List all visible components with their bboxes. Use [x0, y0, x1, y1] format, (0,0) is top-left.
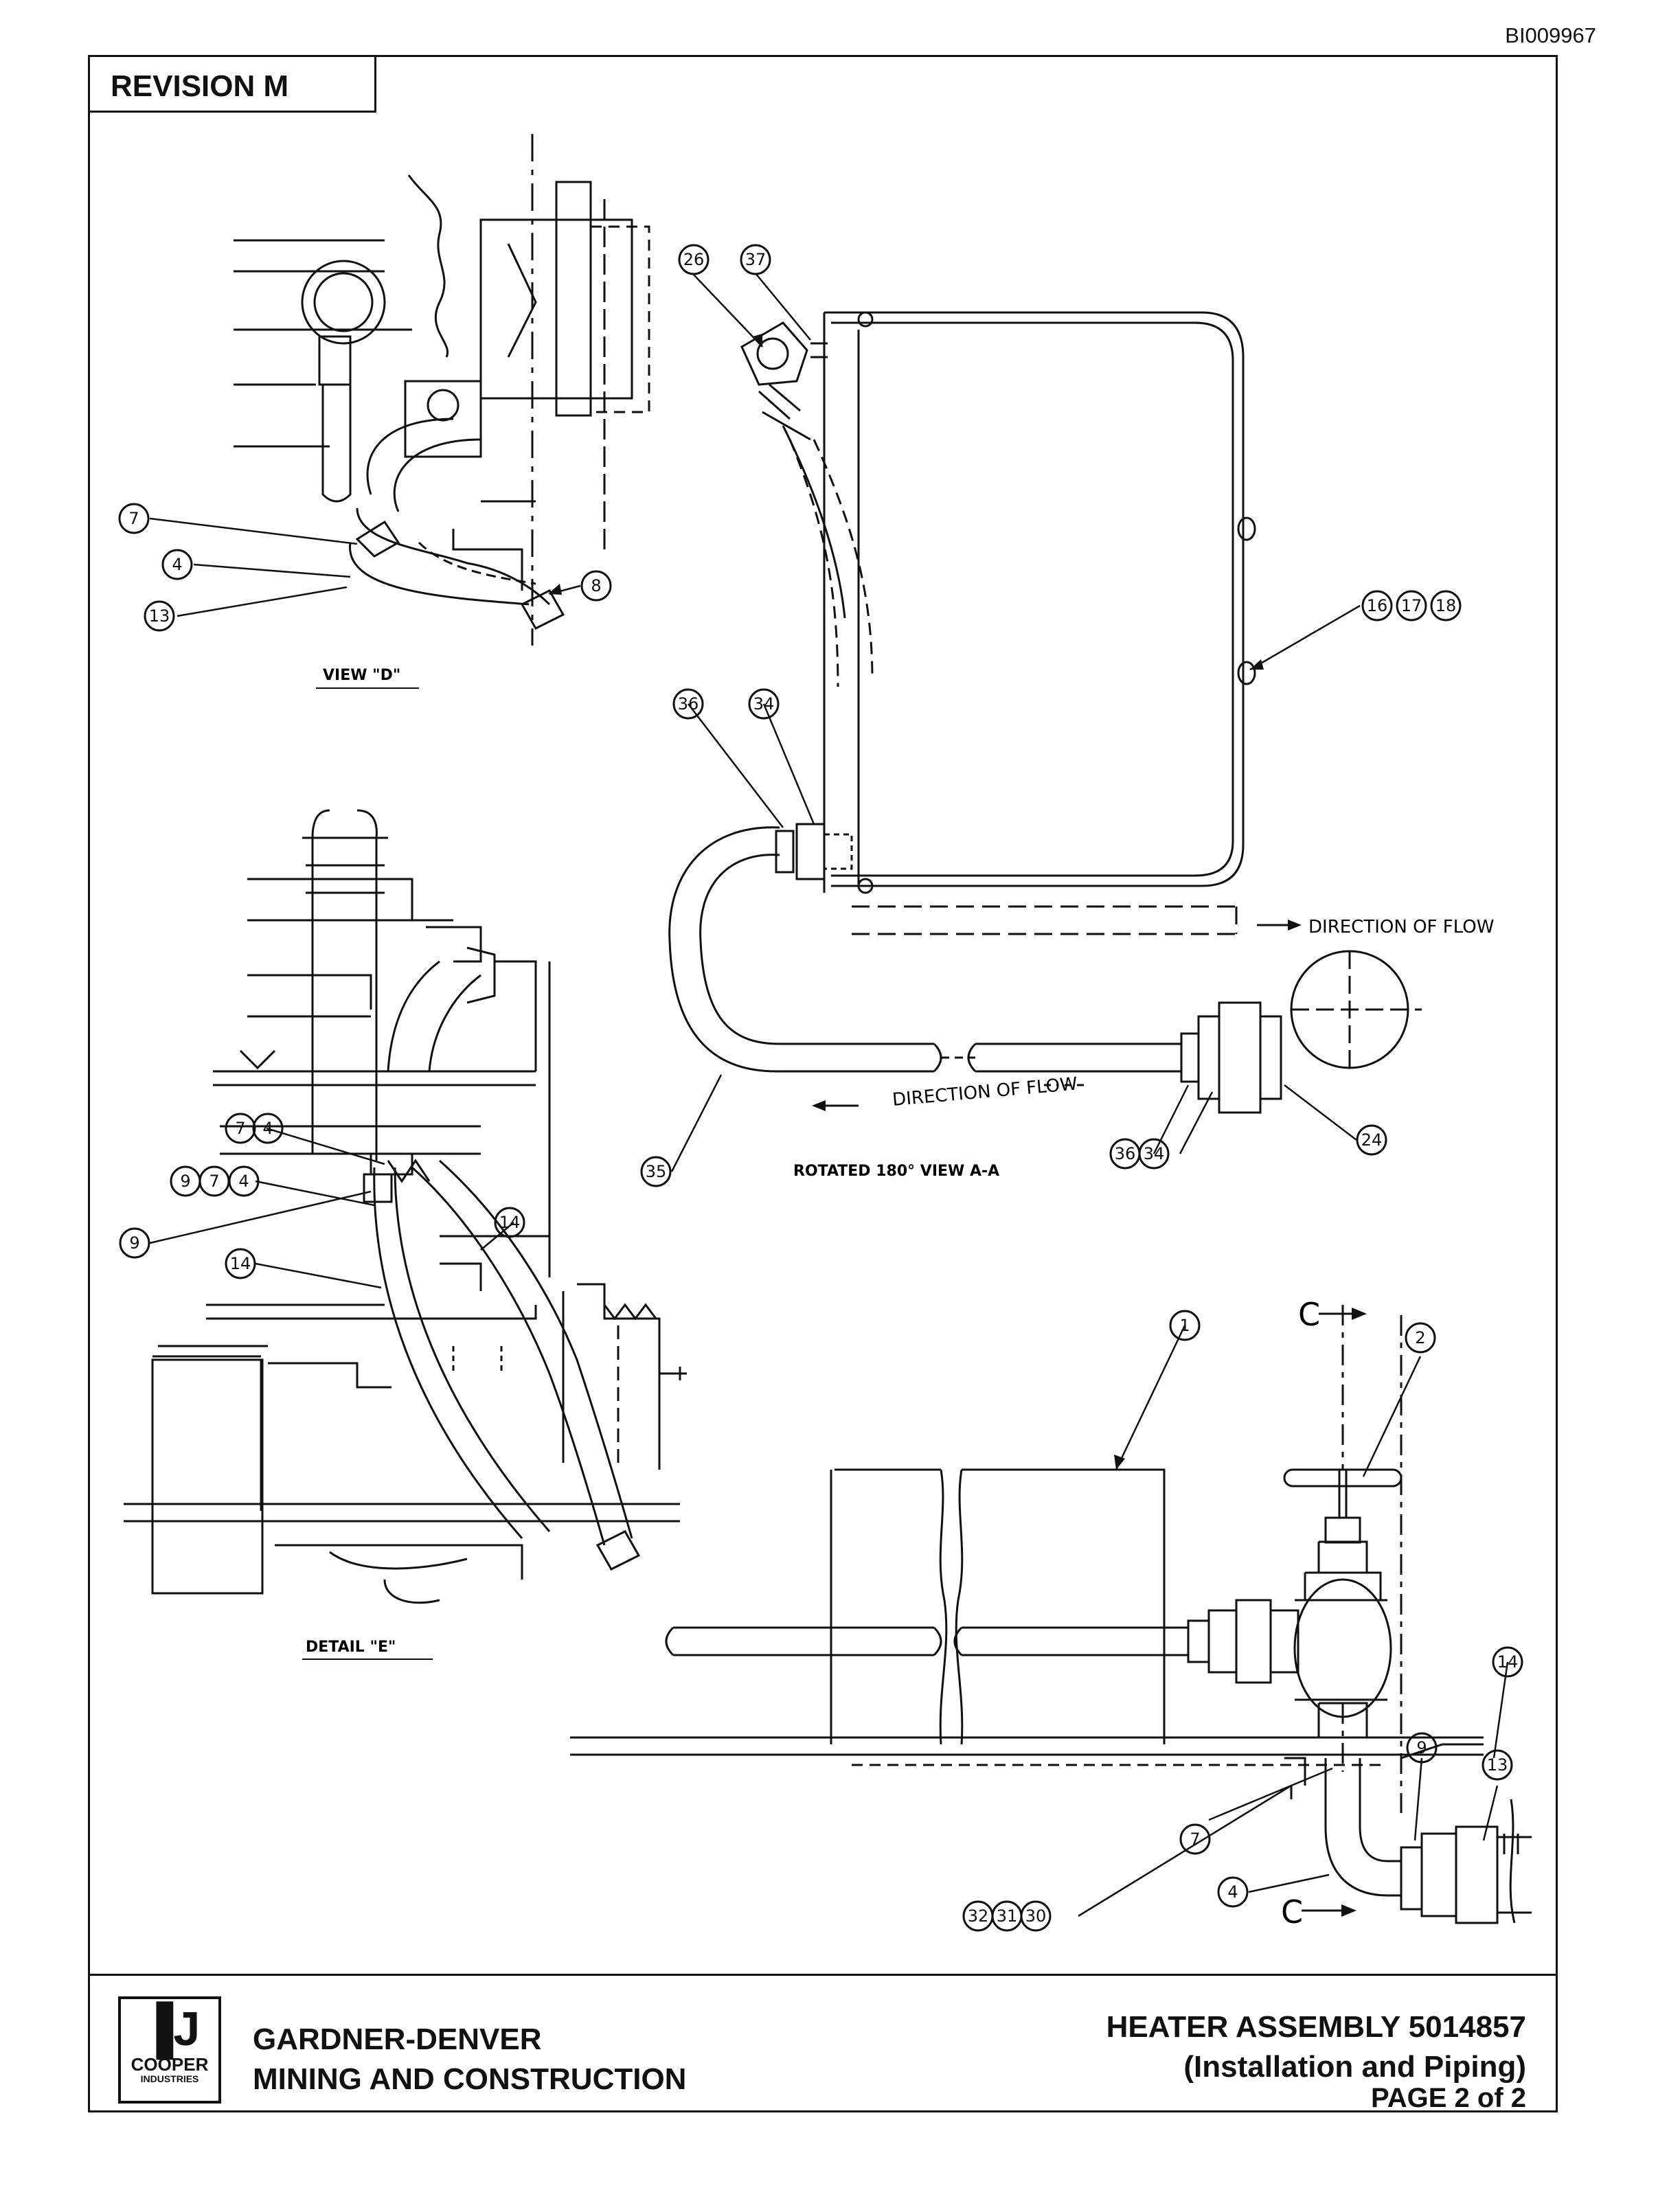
callout-label: 32 — [968, 1906, 989, 1926]
callout-balloon — [225, 1248, 256, 1279]
callout-label: 4 — [262, 1119, 273, 1138]
callout-balloon — [640, 1156, 672, 1187]
callout-label: 14 — [1497, 1652, 1519, 1672]
callout-balloon — [1356, 1124, 1387, 1156]
company-line-1: GARDNER-DENVER — [253, 2022, 542, 2056]
callout-label: 4 — [238, 1172, 249, 1191]
callout-label: 24 — [1361, 1130, 1383, 1150]
callout-balloon — [1396, 590, 1427, 622]
callout-label: 13 — [1487, 1755, 1508, 1775]
drawing-title: HEATER ASSEMBLY 5014857 (Installation an… — [1106, 2007, 1526, 2087]
document-id: BI009967 — [1505, 23, 1596, 47]
cooper-logo: ▐J COOPER INDUSTRIES — [118, 1996, 221, 2104]
callout-balloon — [225, 1113, 256, 1144]
logo-name: COOPER — [130, 2054, 209, 2075]
callout-label: 7 — [209, 1172, 219, 1191]
detail-e-drawing — [124, 809, 687, 1604]
callout-label: 4 — [1227, 1882, 1238, 1902]
logo-sub: INDUSTRIES — [140, 2073, 199, 2084]
callout-balloon — [1361, 590, 1393, 622]
callout-label: 17 — [1401, 596, 1422, 615]
callout-balloon — [1406, 1732, 1438, 1764]
callout-label: 2 — [1415, 1328, 1425, 1347]
callout-balloon — [1217, 1876, 1249, 1908]
callout-balloon — [1482, 1749, 1513, 1781]
callout-balloon — [1405, 1322, 1436, 1354]
callout-label: 4 — [172, 555, 182, 574]
callout-label: 14 — [499, 1213, 521, 1232]
callout-label: 7 — [235, 1119, 245, 1138]
callout-balloon — [580, 570, 612, 602]
callout-balloon — [228, 1165, 260, 1197]
callout-label: 8 — [591, 576, 601, 595]
callout-label: 36 — [1115, 1144, 1136, 1163]
callout-label: 26 — [683, 250, 705, 269]
callout-label: 16 — [1367, 596, 1388, 615]
title-block: ▐J COOPER INDUSTRIES GARDNER-DENVER MINI… — [88, 1974, 1558, 2115]
callout-label: 37 — [745, 250, 767, 269]
title-line-2: (Installation and Piping) — [1183, 2050, 1526, 2084]
callout-label: 13 — [149, 606, 170, 626]
callout-balloon — [118, 503, 150, 534]
callout-label: 36 — [678, 694, 699, 714]
leader-lines — [149, 273, 1509, 1917]
callout-balloon — [1179, 1823, 1211, 1855]
callout-balloon — [1138, 1138, 1170, 1170]
callout-balloon — [1169, 1310, 1201, 1341]
page-number: PAGE 2 of 2 — [1371, 2083, 1526, 2113]
callout-balloon — [678, 244, 710, 275]
flow-label-top: DIRECTION OF FLOW — [1308, 917, 1494, 937]
callout-label: 34 — [1144, 1144, 1165, 1163]
callout-label: 9 — [180, 1172, 190, 1191]
main-view-drawing — [570, 1305, 1532, 1924]
callout-balloon — [740, 244, 771, 275]
detail-e-label: DETAIL "E" — [306, 1639, 396, 1656]
section-c-bottom: C — [1281, 1893, 1303, 1930]
callout-balloon — [144, 600, 175, 632]
callout-label: 35 — [646, 1162, 667, 1181]
callouts-main: 1 2 14 9 13 7 4 32 31 30 — [962, 1310, 1523, 1932]
view-aa-drawing — [668, 311, 1422, 1114]
callout-label: 1 — [1179, 1316, 1190, 1335]
callout-balloon — [119, 1227, 150, 1259]
callouts-view-aa: 26 37 36 34 16 17 18 35 24 36 34 — [640, 244, 1462, 1187]
callout-label: 31 — [997, 1906, 1018, 1926]
callout-balloon — [1492, 1646, 1523, 1678]
view-d-drawing — [234, 134, 650, 646]
section-c-top: C — [1298, 1296, 1320, 1333]
company-line-2: MINING AND CONSTRUCTION — [253, 2062, 687, 2096]
callout-label: 34 — [753, 694, 775, 714]
flow-arrows — [816, 924, 1357, 1912]
callout-balloon — [672, 688, 704, 720]
arrowheads — [548, 334, 1367, 1917]
callout-balloon — [494, 1207, 525, 1238]
logo-mark-icon: ▐J — [139, 2002, 201, 2055]
callouts-view-d: 7 4 13 8 — [118, 503, 612, 632]
callout-label: 7 — [1190, 1830, 1200, 1849]
view-aa-label: ROTATED 180° VIEW A-A — [793, 1163, 999, 1180]
callout-label: 9 — [129, 1233, 139, 1253]
callout-label: 14 — [230, 1254, 251, 1273]
callout-balloon — [1430, 590, 1462, 622]
callout-balloon — [748, 688, 780, 720]
revision-box: REVISION M — [88, 55, 376, 113]
drawing-frame — [88, 55, 1558, 2112]
callout-label: 30 — [1025, 1906, 1047, 1926]
title-line-1: HEATER ASSEMBLY 5014857 — [1106, 2010, 1526, 2044]
company-name: GARDNER-DENVER MINING AND CONSTRUCTION — [253, 2020, 686, 2099]
callout-label: 18 — [1435, 596, 1457, 615]
callout-balloon — [1020, 1900, 1052, 1932]
callout-label: 7 — [128, 509, 139, 528]
callout-balloon — [252, 1113, 284, 1144]
view-d-label: VIEW "D" — [323, 667, 400, 684]
flow-label-bottom: DIRECTION OF FLOW — [892, 1074, 1078, 1110]
callout-label: 9 — [1416, 1738, 1427, 1757]
callout-balloon — [161, 549, 193, 580]
